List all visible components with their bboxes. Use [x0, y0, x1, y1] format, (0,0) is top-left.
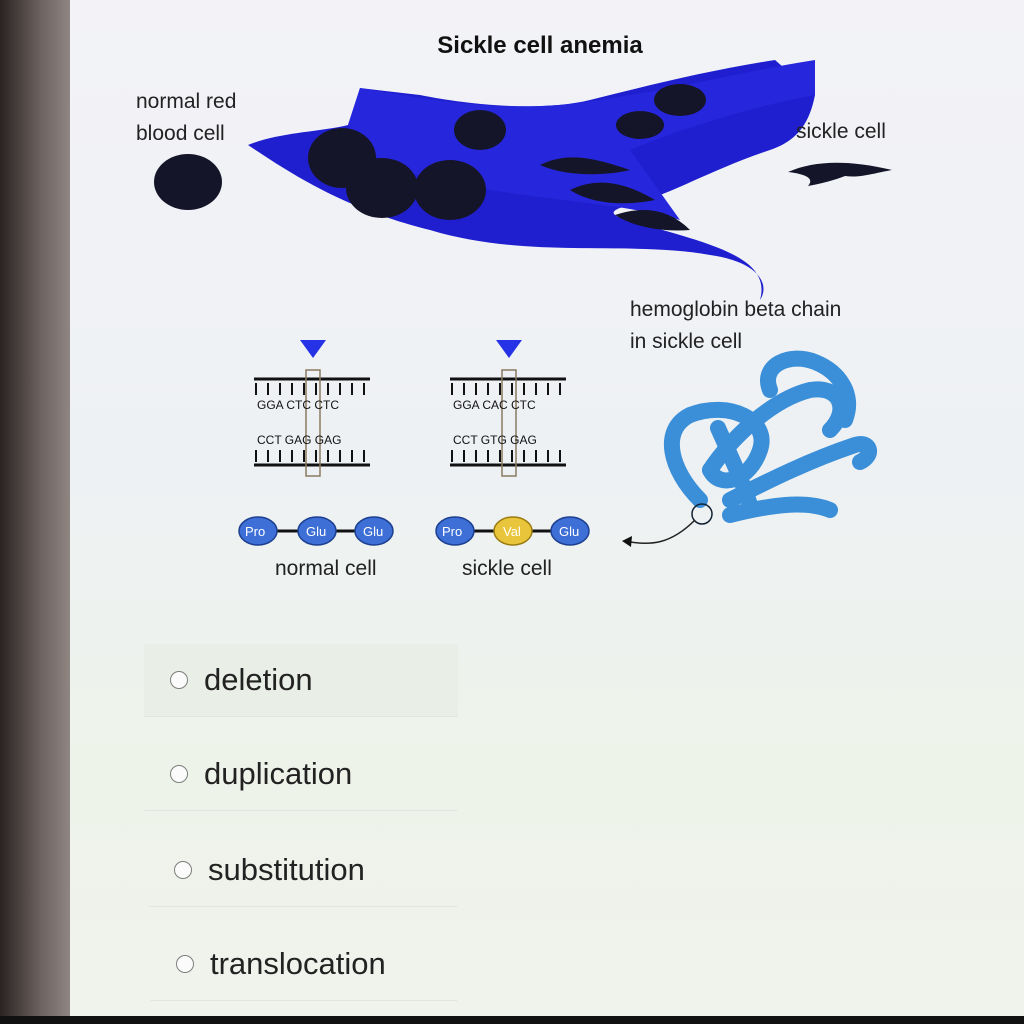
monitor-bezel-bottom [0, 1016, 1024, 1024]
sickle-cell-in-vessel [615, 210, 690, 231]
rbc-in-vessel [414, 160, 486, 220]
monitor-bezel-left [0, 0, 70, 1024]
amino-acid-node [297, 516, 337, 546]
normal-dna-bottom-sequence: CCT GAG GAG [257, 433, 342, 447]
radio-icon[interactable] [170, 765, 188, 783]
dna-normal [254, 369, 370, 477]
sickle-cell-diagram [154, 60, 892, 547]
amino-acid-label: Pro [442, 524, 463, 539]
dna-sickle [450, 369, 566, 477]
amino-chain-sickle [435, 516, 590, 546]
arrow-line [629, 519, 696, 545]
rbc-in-vessel [454, 110, 506, 150]
amino-acid-node-mutant [493, 516, 533, 546]
option-label: deletion [204, 662, 313, 697]
amino-acid-label: Pro [245, 524, 266, 539]
amino-acid-label: Glu [306, 524, 327, 539]
option-label: duplication [204, 756, 353, 791]
amino-chain-normal [238, 516, 394, 546]
option-substitution[interactable]: substitution [148, 834, 458, 907]
mutation-marker-normal [300, 340, 326, 358]
arrow-head-icon [622, 536, 632, 547]
amino-acid-node [435, 516, 475, 546]
hemoglobin-structure [664, 350, 877, 523]
normal-rbc-label: normal red blood cell [136, 86, 236, 150]
option-duplication[interactable]: duplication [144, 738, 458, 811]
mutation-marker-sickle [496, 340, 522, 358]
hemoglobin-label-line1: hemoglobin beta chain [630, 298, 842, 321]
radio-icon[interactable] [170, 671, 188, 689]
normal-rbc-label-line1: normal red [136, 90, 237, 113]
amino-acid-label: Glu [559, 524, 580, 539]
amino-acid-node [238, 516, 278, 546]
sickle-cell-caption: sickle cell [462, 557, 552, 580]
option-deletion[interactable]: deletion [144, 644, 458, 717]
sickle-cell-shape [788, 162, 892, 186]
hemoglobin-label-line2: in sickle cell [630, 330, 743, 353]
hemoglobin-label: hemoglobin beta chain in sickle cell [630, 294, 841, 358]
rbc-in-vessel [616, 111, 664, 139]
sickle-cell-in-vessel [540, 157, 630, 175]
amino-acid-label: Val [503, 524, 521, 539]
normal-rbc [154, 154, 222, 210]
normal-cell-caption: normal cell [275, 557, 377, 580]
diagram-title: Sickle cell anemia [437, 32, 643, 59]
normal-dna-top-sequence: GGA CTC CTC [257, 398, 340, 412]
sickle-cell-in-vessel [570, 182, 655, 204]
radio-icon[interactable] [174, 861, 192, 879]
rbc-in-vessel [654, 84, 706, 116]
screen: Sickle cell anemia [70, 0, 1024, 1016]
hemoglobin-highlight-circle [691, 503, 713, 525]
option-label: substitution [208, 852, 365, 887]
sickle-cell-label: sickle cell [796, 120, 886, 143]
normal-rbc-label-line2: blood cell [136, 122, 225, 145]
amino-acid-label: Glu [363, 524, 384, 539]
rbc-in-vessel [346, 158, 418, 218]
sickle-dna-bottom-sequence: CCT GTG GAG [453, 433, 537, 447]
radio-icon[interactable] [176, 955, 194, 973]
option-translocation[interactable]: translocation [150, 928, 458, 1001]
option-label: translocation [210, 946, 386, 981]
amino-acid-node [354, 516, 394, 546]
sickle-dna-top-sequence: GGA CAC CTC [453, 398, 536, 412]
amino-acid-node [550, 516, 590, 546]
